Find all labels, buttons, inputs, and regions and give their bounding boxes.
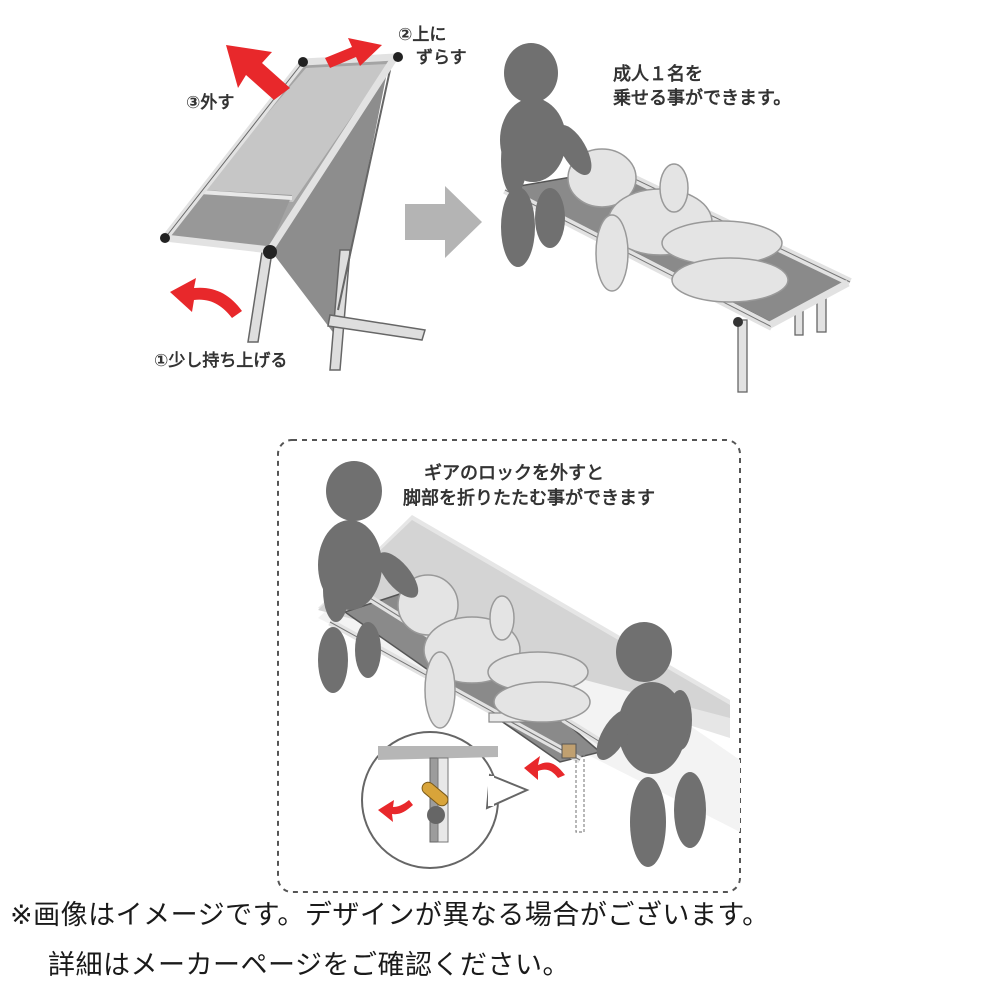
disclaimer-line1: ※画像はイメージです。デザインが異なる場合がございます。 xyxy=(10,900,770,931)
gear-caption-line1: ギアのロックを外すと xyxy=(424,463,604,484)
gear-arrow xyxy=(524,756,565,780)
step3-arrow xyxy=(226,45,290,100)
transition-arrow xyxy=(405,186,482,258)
helper-figure-right-panel xyxy=(500,43,592,267)
patient-figure-stairs xyxy=(397,574,591,729)
step3-label: ③外す xyxy=(186,93,235,113)
capacity-caption-line1: 成人１名を xyxy=(613,64,703,85)
gear-caption-line2: 脚部を折りたたむ事ができます xyxy=(403,488,655,509)
patient-figure xyxy=(567,148,789,303)
step1-arrow xyxy=(170,278,242,318)
step2-label-line1: ②上に xyxy=(398,25,447,45)
helper-figure-bottom xyxy=(596,622,706,867)
capacity-caption-line2: 乗せる事ができます。 xyxy=(613,88,792,109)
gear-lock-zoom xyxy=(361,731,530,869)
step2-arrow xyxy=(325,38,382,68)
disclaimer-line2: 詳細はメーカーページをご確認ください。 xyxy=(48,950,570,981)
step1-label: ①少し持ち上げる xyxy=(154,351,288,371)
step2-label-line2: ずらす xyxy=(416,48,467,68)
helper-figure-top xyxy=(318,461,419,693)
